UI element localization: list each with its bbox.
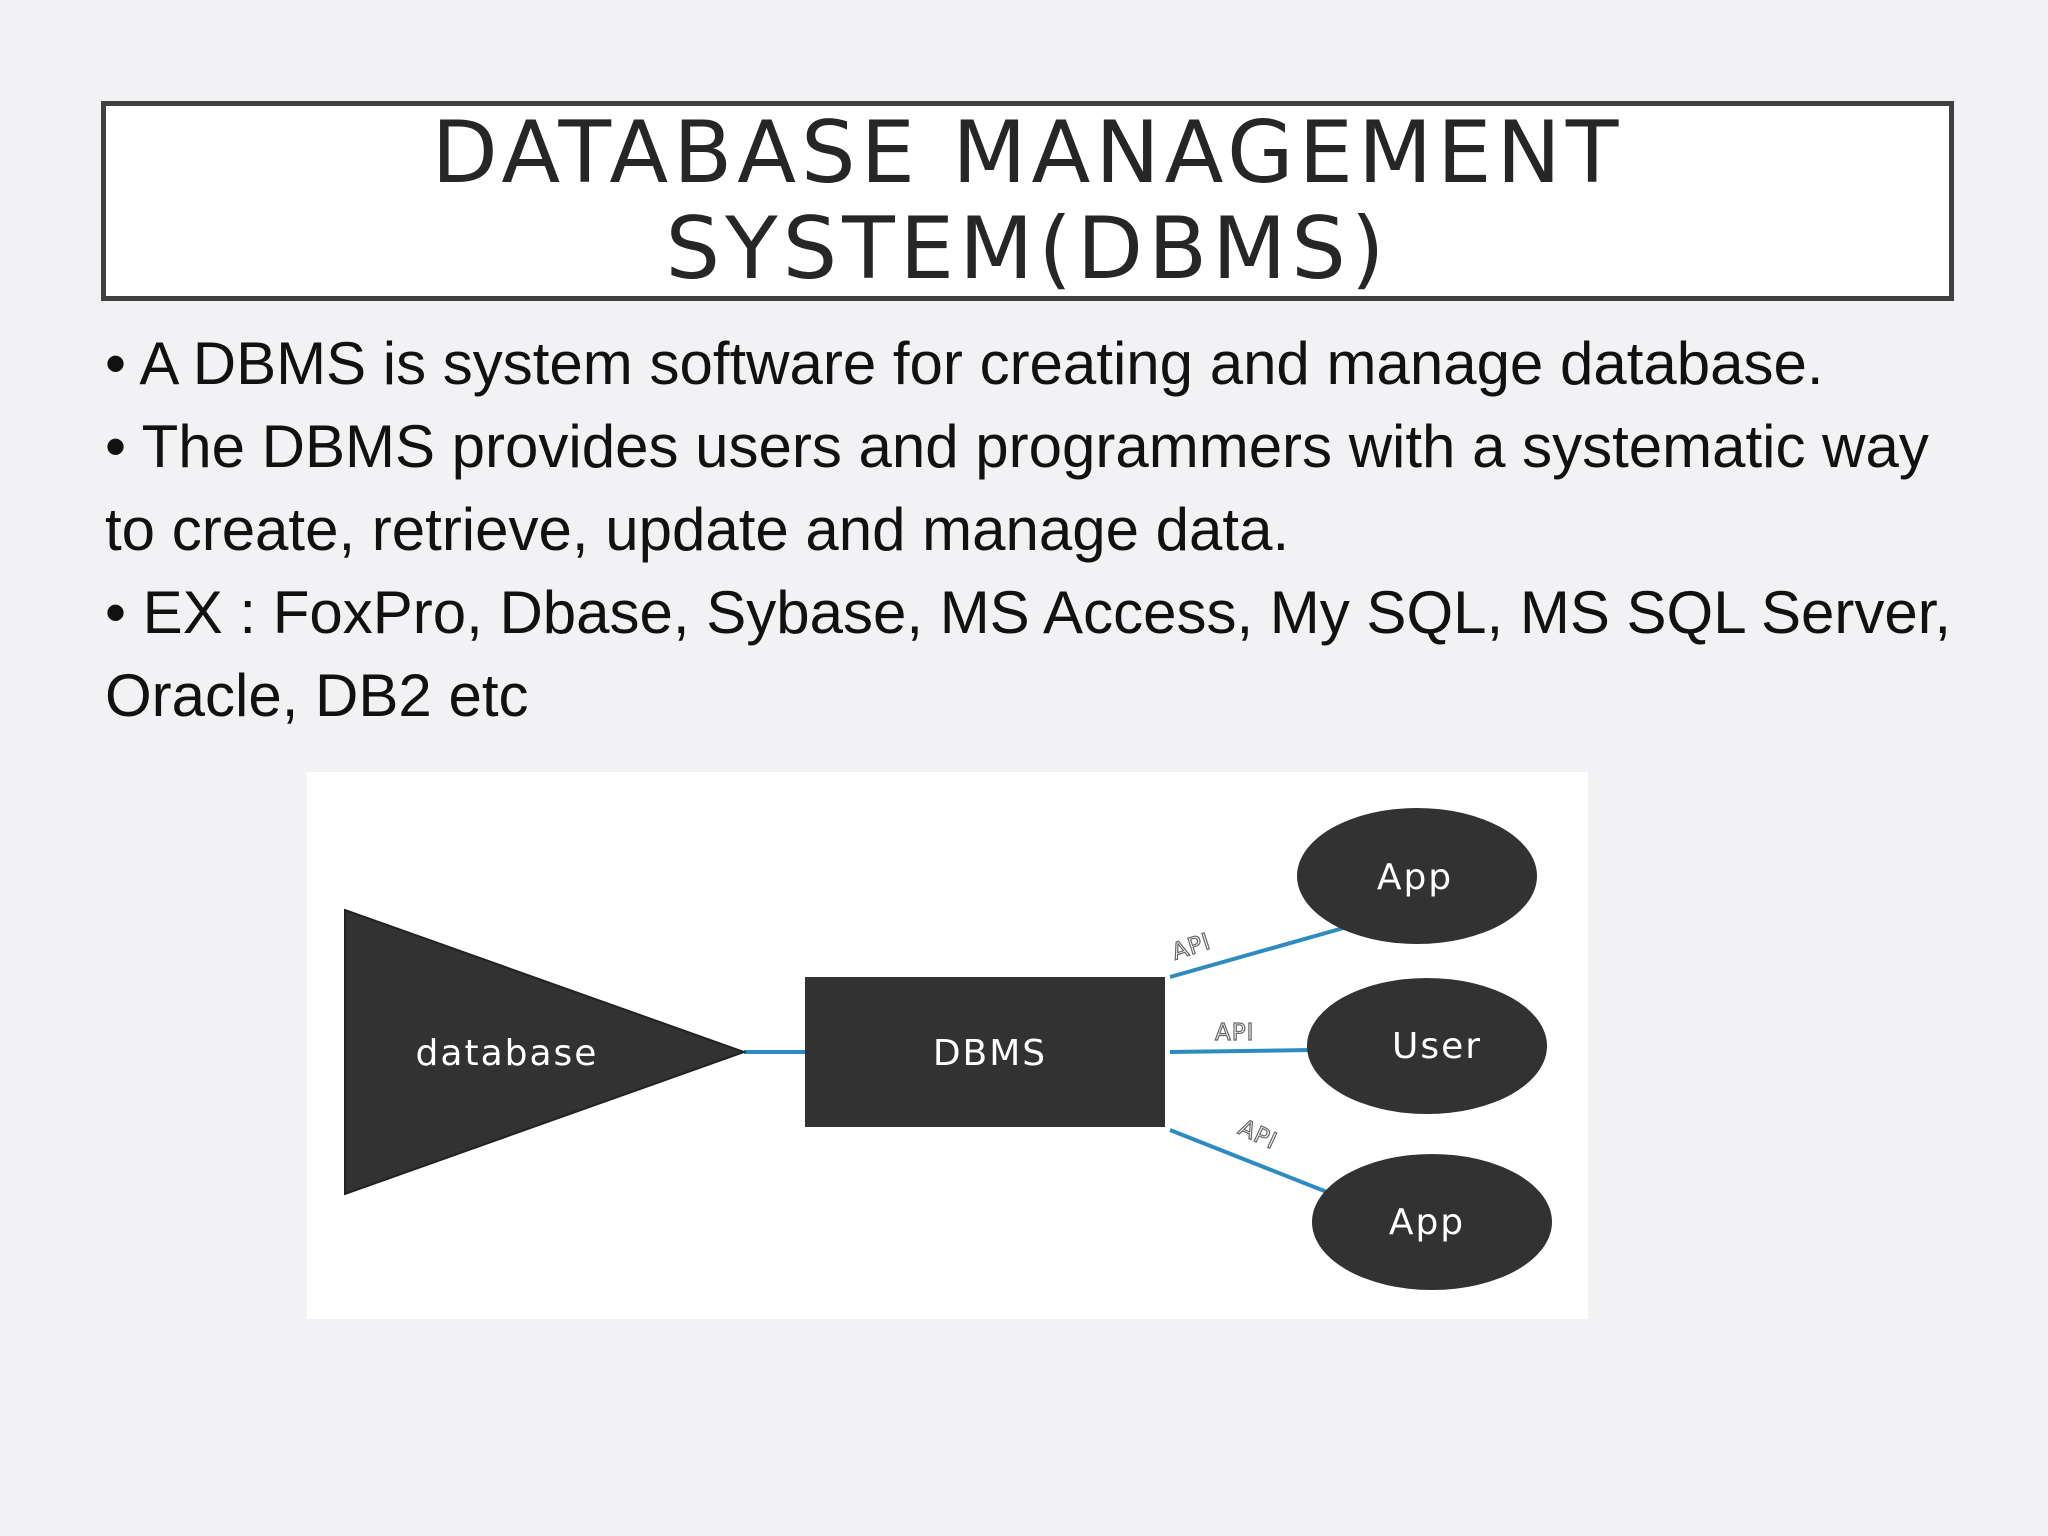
slide-title-line-2: SYSTEM(DBMS) bbox=[665, 199, 1390, 299]
user-node-label: User bbox=[1392, 1026, 1482, 1067]
app-node-top-label: App bbox=[1377, 857, 1453, 898]
database-node bbox=[344, 908, 747, 1196]
app-node-top bbox=[1297, 808, 1537, 944]
slide-body: • A DBMS is system software for creating… bbox=[105, 322, 1965, 737]
dbms-node bbox=[805, 977, 1165, 1127]
edge-label-top: API bbox=[1169, 929, 1214, 966]
app-node-bottom bbox=[1312, 1154, 1552, 1290]
slide-title-line-1: DATABASE MANAGEMENT bbox=[431, 103, 1624, 203]
slide-title-box: DATABASE MANAGEMENT SYSTEM(DBMS) bbox=[101, 101, 1954, 301]
dbms-diagram: database DBMS App User App API API API bbox=[307, 772, 1588, 1319]
bullet-purpose: • The DBMS provides users and programmer… bbox=[105, 413, 1929, 563]
edge-label-middle: API bbox=[1215, 1020, 1254, 1046]
dbms-diagram-canvas: database DBMS App User App API API API bbox=[344, 808, 1552, 1290]
app-node-bottom-label: App bbox=[1389, 1202, 1465, 1243]
bullet-examples: • EX : FoxPro, Dbase, Sybase, MS Access,… bbox=[105, 579, 1952, 729]
edge-dbms-user bbox=[1169, 1048, 1313, 1054]
edge-label-bottom: API bbox=[1234, 1115, 1281, 1155]
edge-dbms-app-bottom bbox=[1169, 1128, 1338, 1198]
user-node bbox=[1307, 978, 1547, 1114]
database-node-label: database bbox=[416, 1033, 599, 1074]
edge-dbms-app-top bbox=[1169, 925, 1348, 979]
bullet-definition: • A DBMS is system software for creating… bbox=[105, 330, 1824, 397]
dbms-node-label: DBMS bbox=[933, 1033, 1047, 1074]
